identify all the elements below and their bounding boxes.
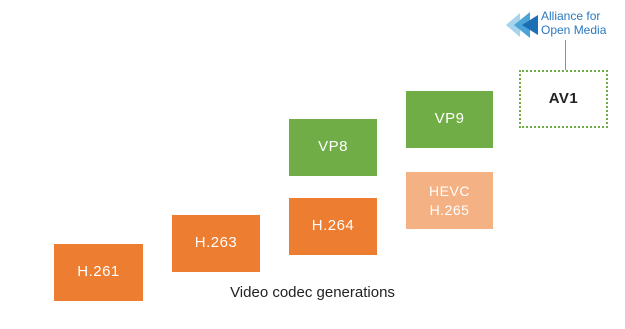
codec-box-hevc-h265: HEVC H.265 [406,172,493,229]
codec-box-vp9: VP9 [406,91,493,148]
aom-logo: Alliance for Open Media [504,6,622,42]
codec-box-h261: H.261 [54,244,143,301]
codec-box-h263: H.263 [172,215,260,272]
aom-logo-line2: Open Media [541,23,607,37]
aom-logo-line1: Alliance for [541,9,601,23]
codec-box-av1: AV1 [519,70,608,128]
aom-logo-text: Alliance for Open Media [541,9,606,37]
aom-logo-icon [506,12,538,38]
codec-box-hevc-label: HEVC [429,182,470,199]
codec-box-vp8: VP8 [289,119,377,176]
codec-box-h264: H.264 [289,198,377,255]
av1-connector-line [565,40,566,71]
codec-box-h265-label: H.265 [429,201,470,218]
diagram-caption: Video codec generations [230,284,395,301]
